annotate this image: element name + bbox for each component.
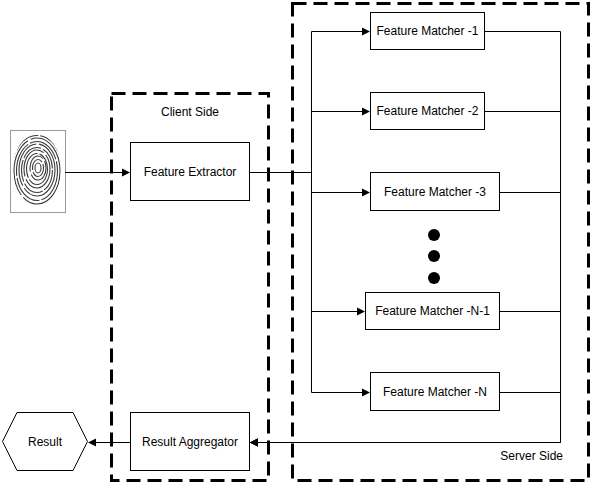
ellipsis-dots bbox=[428, 229, 440, 284]
flow-connector bbox=[250, 173, 370, 397]
connector-line bbox=[257, 193, 561, 443]
flow-connector bbox=[250, 393, 561, 447]
connector-line bbox=[250, 112, 363, 173]
arrow-head bbox=[250, 439, 258, 447]
input-arrow bbox=[65, 169, 130, 177]
process-box: Feature Matcher -1 bbox=[370, 12, 485, 50]
process-box: Feature Matcher -3 bbox=[370, 172, 500, 211]
process-box: Feature Matcher -2 bbox=[370, 92, 485, 130]
connector-line bbox=[257, 393, 561, 443]
connector-line bbox=[257, 32, 561, 443]
arrow-head bbox=[250, 439, 258, 447]
flow-connector bbox=[250, 173, 370, 197]
node-label: Result Aggregator bbox=[142, 435, 238, 449]
arrow-head bbox=[362, 28, 370, 36]
arrow-head bbox=[250, 439, 258, 447]
connector-line bbox=[257, 112, 561, 443]
node-label: Result bbox=[28, 435, 62, 449]
arrow-head bbox=[362, 189, 370, 197]
flow-connector bbox=[250, 193, 561, 447]
connector-line bbox=[250, 32, 363, 173]
connector-line bbox=[95, 442, 130, 443]
flow-connector bbox=[250, 32, 561, 447]
connector-line bbox=[250, 173, 363, 193]
client-side-region: Client SideFeature ExtractorResult Aggre… bbox=[110, 92, 270, 482]
arrow-head bbox=[362, 108, 370, 116]
flow-connector bbox=[250, 108, 370, 173]
flow-connector bbox=[88, 439, 130, 447]
region-heading: Server Side bbox=[500, 449, 563, 463]
node-label: Feature Matcher -N-1 bbox=[375, 304, 490, 318]
arrow-head bbox=[250, 439, 258, 447]
connector-line bbox=[257, 312, 561, 443]
flow-connector bbox=[250, 112, 561, 447]
node-label: Feature Matcher -3 bbox=[384, 185, 486, 199]
process-box: Feature Matcher -N-1 bbox=[365, 292, 500, 330]
arrow-head bbox=[88, 439, 96, 447]
process-box: Feature Matcher -N bbox=[370, 372, 500, 411]
fingerprint-image bbox=[9, 131, 66, 213]
connector-line bbox=[250, 173, 358, 312]
node-label: Feature Matcher -1 bbox=[376, 24, 478, 38]
node-label: Feature Extractor bbox=[144, 165, 237, 179]
region-heading: Client Side bbox=[110, 105, 270, 119]
connector-line bbox=[250, 173, 363, 393]
node-label: Feature Matcher -N bbox=[383, 385, 487, 399]
flow-connector bbox=[250, 173, 365, 316]
arrow-head bbox=[362, 389, 370, 397]
flow-connector bbox=[250, 28, 370, 173]
server-side-region: Server Side Feature Matcher -1 Feature Mat… bbox=[291, 2, 590, 482]
terminal-hexagon: Result bbox=[2, 412, 88, 471]
flow-connector bbox=[250, 312, 561, 447]
process-box: Result Aggregator bbox=[130, 412, 250, 471]
arrow-head bbox=[250, 439, 258, 447]
process-box: Feature Extractor bbox=[130, 142, 250, 201]
arrow-head bbox=[357, 308, 365, 316]
node-label: Feature Matcher -2 bbox=[376, 104, 478, 118]
